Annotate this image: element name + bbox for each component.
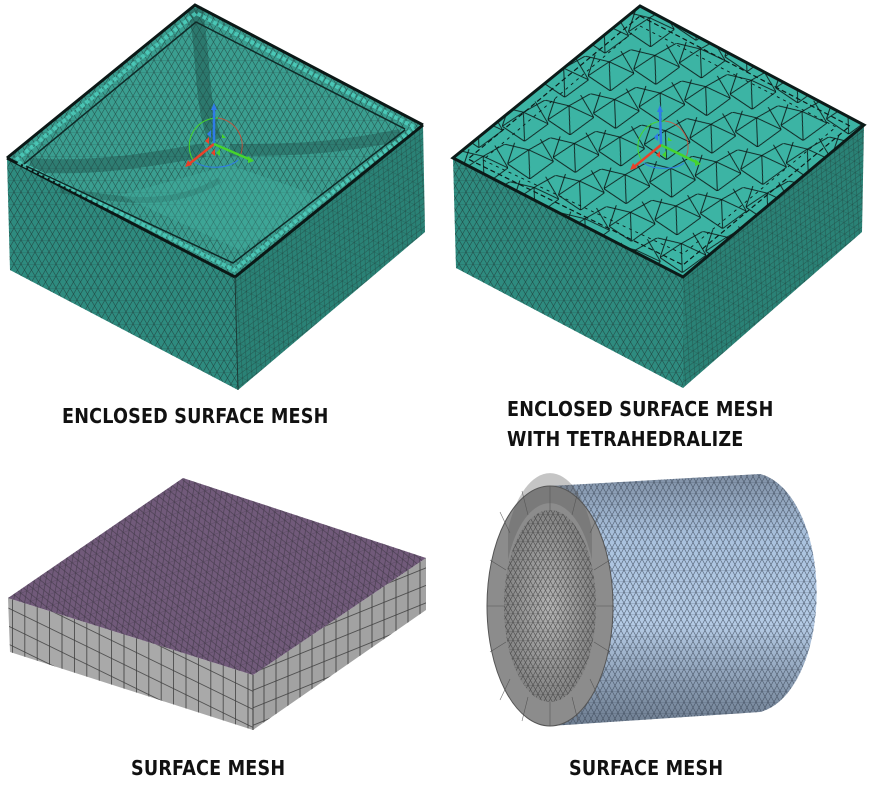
caption-surface-mesh-tube: SURFACE MESH (569, 756, 724, 780)
tube-mesh-image (486, 473, 817, 727)
axis-gizmo (630, 105, 701, 170)
slab-mesh-image (8, 478, 426, 730)
caption-enclosed-surface-mesh: ENCLOSED SURFACE MESH (62, 404, 329, 428)
panel-surface-mesh-slab: SURFACE MESH (0, 460, 438, 787)
panel-enclosed-surface-mesh-tetrahedralize: ENCLOSED SURFACE MESH WITH TETRAHEDRALIZ… (438, 0, 876, 460)
panel-surface-mesh-tube: SURFACE MESH (438, 460, 876, 787)
caption-enclosed-surface-mesh-tetrahedralize: ENCLOSED SURFACE MESH WITH TETRAHEDRALIZ… (507, 397, 774, 451)
caption-surface-mesh-slab: SURFACE MESH (131, 756, 286, 780)
tetrahedralized-box-mesh-image (450, 4, 867, 388)
open-box-mesh-image (6, 3, 425, 391)
panel-enclosed-surface-mesh: ENCLOSED SURFACE MESH (0, 0, 438, 460)
axis-gizmo (185, 103, 254, 168)
